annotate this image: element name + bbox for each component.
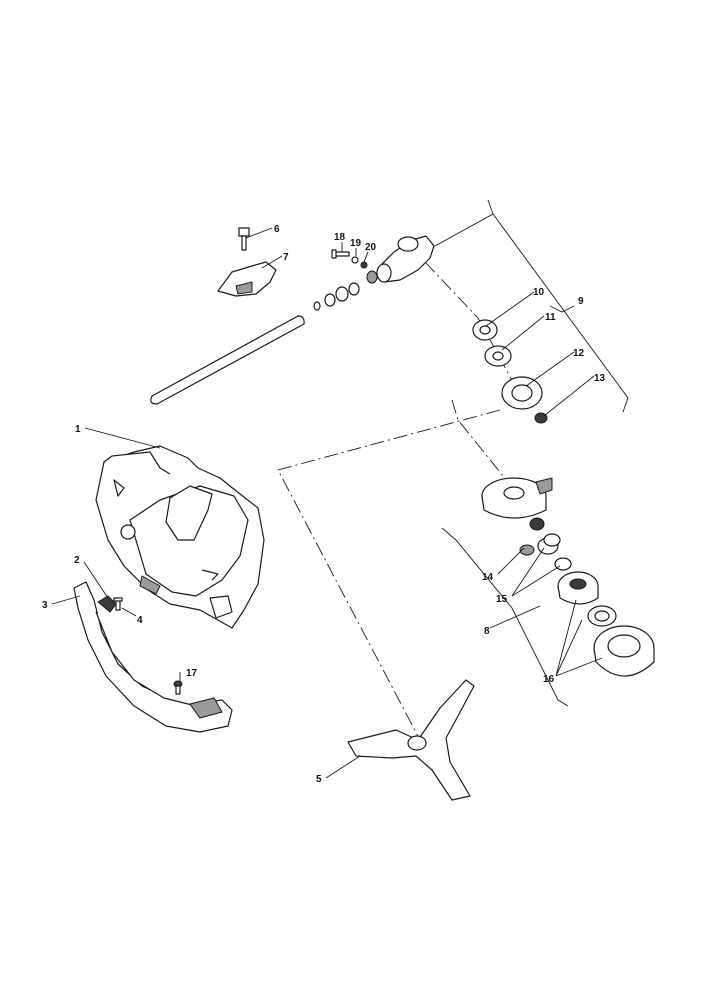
callout-19: 19 xyxy=(350,238,362,249)
part-16-spring xyxy=(587,605,617,627)
bracket-8 xyxy=(441,527,569,707)
part-3-guard-extension xyxy=(73,581,233,733)
part-16-bottom-cover xyxy=(593,625,655,677)
callout-18: 18 xyxy=(334,232,346,243)
assembly-axis-blade xyxy=(277,409,501,741)
callout-2: 2 xyxy=(74,555,80,566)
callout-12: 12 xyxy=(573,348,585,359)
gear-head-housing xyxy=(366,235,435,284)
callout-16: 16 xyxy=(543,674,555,685)
part-6-bolt xyxy=(238,227,250,251)
part-3-end-block xyxy=(189,697,223,719)
callout-7: 7 xyxy=(283,252,289,263)
part-7-guard-bracket xyxy=(217,261,277,297)
part-5-blade xyxy=(347,679,475,801)
callout-10: 10 xyxy=(533,287,545,298)
part-18-screw xyxy=(331,249,350,259)
part-2-clip xyxy=(97,595,117,613)
callout-3: 3 xyxy=(42,600,48,611)
callout-11: 11 xyxy=(545,312,556,323)
part-7-bracket-detail xyxy=(235,281,253,295)
part-11-flange-washer xyxy=(484,345,512,367)
part-14-eyelet xyxy=(519,517,545,556)
drive-shaft-tube xyxy=(150,315,305,405)
part-20-nut xyxy=(360,261,368,269)
callout-20: 20 xyxy=(365,242,377,253)
callout-17: 17 xyxy=(186,668,198,679)
callout-14: 14 xyxy=(482,572,494,583)
part-19-washer xyxy=(351,256,359,264)
part-4-screw xyxy=(113,597,123,611)
shaft-washers xyxy=(313,282,360,311)
callout-15: 15 xyxy=(496,594,508,605)
callout-1: 1 xyxy=(75,424,81,435)
part-1-grass-guard xyxy=(95,445,265,629)
callout-4: 4 xyxy=(137,615,143,626)
part-15-rings xyxy=(537,533,572,571)
callout-5: 5 xyxy=(316,774,322,785)
part-12-cover-cup xyxy=(501,376,543,410)
bracket-9 xyxy=(434,199,629,413)
callout-9: 9 xyxy=(578,296,584,307)
trimmer-head-top-cover xyxy=(481,477,553,519)
trimmer-head-spool xyxy=(557,571,599,605)
part-17-screw xyxy=(173,680,183,695)
assembly-axis-gearhead xyxy=(424,261,521,396)
part-3-detail xyxy=(95,611,197,707)
callout-13: 13 xyxy=(594,373,606,384)
bracket-9-brace xyxy=(549,305,575,313)
part-10-cup-washer xyxy=(472,319,498,341)
callout-6: 6 xyxy=(274,224,280,235)
leader-lines xyxy=(51,227,603,779)
assembly-axis-head xyxy=(451,399,509,483)
callout-8: 8 xyxy=(484,626,490,637)
